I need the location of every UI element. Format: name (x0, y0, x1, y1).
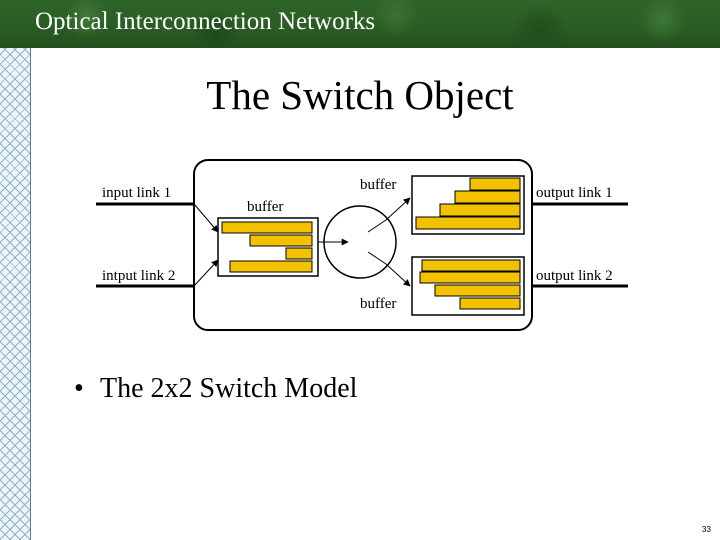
input-2-arrow (193, 259, 219, 287)
bullet-text: The 2x2 Switch Model (100, 373, 358, 404)
crossbar-to-buffer-2-arrow (385, 263, 411, 287)
decorative-sidebar (0, 48, 31, 540)
output-buffer-top-bar (454, 190, 521, 204)
switch-diagram: input link 1 intput link 2 output link 1… (96, 159, 628, 331)
input-buffer-bar (285, 247, 313, 260)
page-number: 33 (702, 525, 711, 534)
output-buffer-bottom-bar (434, 284, 521, 297)
output-buffer-bottom-bar (421, 259, 521, 272)
presentation-title: Optical Interconnection Networks (35, 8, 376, 35)
crossbar-out-2-line (367, 251, 387, 265)
output-buffer-top-bar (469, 177, 521, 191)
output-link-1-label: output link 1 (536, 185, 613, 201)
bullet-item: • The 2x2 Switch Model (74, 372, 357, 406)
crossbar-to-buffer-1-arrow (385, 197, 411, 221)
input-buffer-label: buffer (247, 199, 283, 215)
output-buffer-bottom-bars (419, 259, 521, 310)
input-link-2-label: intput link 2 (102, 268, 175, 284)
input-buffer-bar (221, 221, 313, 234)
output-buffer-top-label: buffer (360, 177, 396, 193)
output-buffer-top-bar (415, 216, 521, 230)
input-buffer-bar (229, 260, 313, 273)
output-buffer-bottom-label: buffer (360, 296, 396, 312)
bullet-dot-icon: • (74, 373, 84, 404)
crossbar-out-1-line (367, 219, 387, 233)
slide-title: The Switch Object (206, 72, 514, 118)
output-buffer-top-bar (439, 203, 521, 217)
output-link-2-label: output link 2 (536, 268, 613, 284)
input-link-1-label: input link 1 (102, 185, 171, 201)
input-buffer-bars (221, 221, 313, 273)
output-buffer-bottom-bar (459, 297, 521, 310)
header-bar: Optical Interconnection Networks (0, 0, 720, 48)
output-buffer-bottom-bar (419, 271, 521, 284)
output-buffer-top-bars (415, 177, 521, 230)
input-buffer-bar (249, 234, 313, 247)
input-1-arrow (193, 203, 219, 233)
